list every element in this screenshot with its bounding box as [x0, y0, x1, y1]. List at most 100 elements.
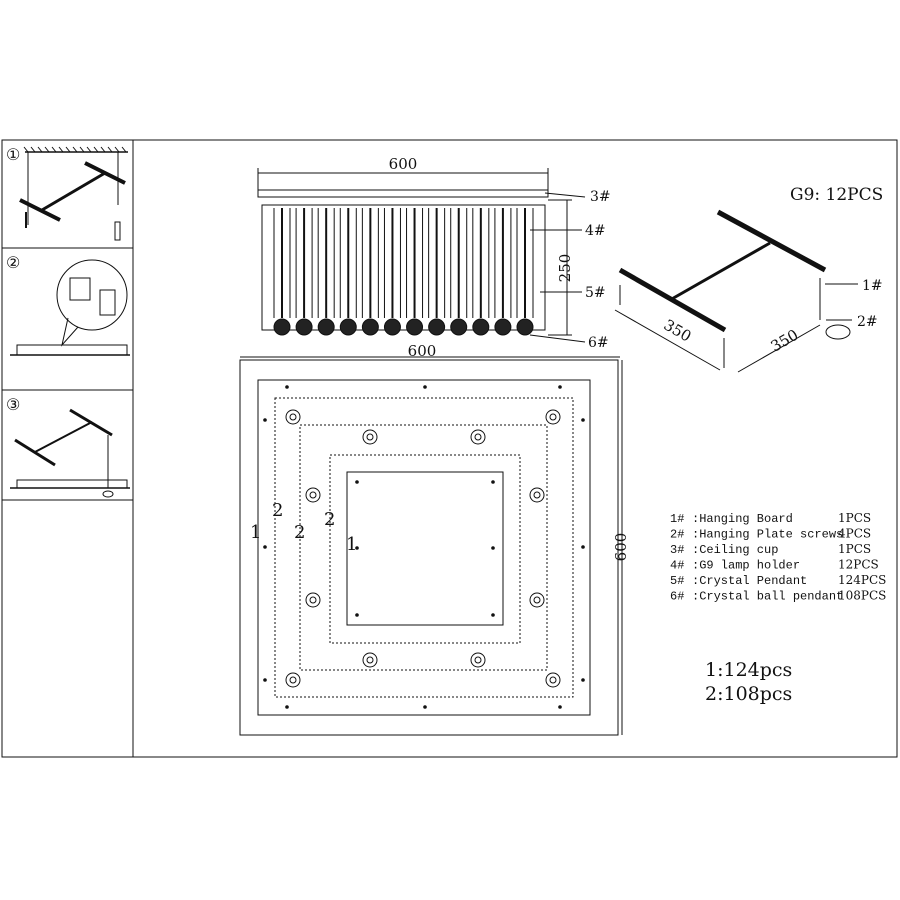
lamp-body [261, 204, 546, 331]
lamp-holder-mark [362, 429, 378, 445]
center-panel [346, 471, 504, 626]
part-qty: 1PCS [838, 511, 871, 525]
lamp-holder-mark [285, 672, 301, 688]
mount-hole [355, 546, 359, 550]
parts-row: 4# :G9 lamp holder 12PCS [670, 558, 879, 573]
ring-label: 1 [346, 534, 357, 555]
ring-label: 2 [272, 500, 283, 521]
crystal-ball [428, 318, 446, 336]
crystal-ball [516, 318, 534, 336]
ring-2-inner [329, 454, 521, 644]
step-1-panel: ① [6, 145, 128, 241]
crystal-ball [494, 318, 512, 336]
wiring-detail-callout [56, 259, 128, 331]
part-id: 4# [670, 559, 684, 573]
lamp-column [317, 208, 335, 336]
count-ring-1: 1:124pcs [705, 659, 792, 681]
mount-hole [491, 480, 495, 484]
crystal-ball [339, 318, 357, 336]
lamp-holder-mark [470, 652, 486, 668]
mount-hole [263, 678, 267, 682]
lamp-column [472, 208, 490, 336]
side-view: 600 250 3# 4# 5# 6# [257, 155, 611, 351]
part-qty: 108PCS [838, 589, 886, 603]
part-name: :Crystal Pendant [692, 574, 807, 588]
callout-1: 1# [862, 278, 883, 294]
part-qty: 1PCS [838, 542, 871, 556]
lamp-holder-mark [285, 409, 301, 425]
mount-hole [355, 480, 359, 484]
outer-frame [1, 139, 898, 758]
callout-5: 5# [585, 285, 606, 301]
ring-1-outer [274, 397, 574, 698]
hanging-board-icon [19, 161, 126, 222]
mount-hole [355, 613, 359, 617]
dimension-350: 350 [768, 326, 802, 356]
mount-hole [285, 385, 289, 389]
lamp-column [273, 208, 291, 336]
mount-hole [558, 385, 562, 389]
mount-hole [491, 546, 495, 550]
ring-label: 2 [294, 522, 305, 543]
mount-hole [285, 705, 289, 709]
step-number: ② [6, 253, 20, 272]
bracket-view: G9: 12PCS 350 350 1# 2# [614, 185, 883, 373]
part-qty: 4PCS [838, 527, 871, 541]
callout-3: 3# [590, 189, 611, 205]
crystal-ball [383, 318, 401, 336]
lamp-column [339, 208, 357, 336]
side-width-dimension: 600 [612, 533, 630, 562]
lamp-column [295, 208, 313, 336]
crystal-ball [406, 318, 424, 336]
step-3-panel: ③ [6, 395, 130, 498]
mount-hole [423, 385, 427, 389]
mount-hole [581, 418, 585, 422]
callout-6: 6# [588, 335, 609, 351]
terminal-block-icon [69, 277, 91, 301]
lamp-column [450, 208, 468, 336]
ceiling-plate [257, 189, 549, 198]
ceiling-cup-icon [825, 324, 851, 340]
crystal-ball [295, 318, 313, 336]
part-id: 3# [670, 543, 684, 557]
crystal-ball [273, 318, 291, 336]
ceiling-cup-icon [102, 490, 114, 498]
driver-box-icon [99, 289, 116, 316]
lamp-column [428, 208, 446, 336]
lamp-holder-mark [470, 429, 486, 445]
callout-4: 4# [585, 223, 606, 239]
lamp-spec: G9: 12PCS [790, 185, 883, 205]
lamp-holder-mark [305, 592, 321, 608]
dimension-350: 350 [661, 316, 695, 346]
lamp-holder-mark [545, 672, 561, 688]
part-id: 6# [670, 590, 684, 604]
step-2-panel: ② [6, 253, 130, 356]
lamp-holder-mark [529, 487, 545, 503]
top-view: 600 600 1 2 2 2 1 [239, 342, 630, 736]
mount-hole [558, 705, 562, 709]
part-qty: 12PCS [838, 558, 879, 572]
lamp-column [383, 208, 401, 336]
callout-2: 2# [857, 314, 878, 330]
outer-square [239, 359, 619, 736]
top-width-dimension: 600 [408, 342, 437, 360]
lamp-column [494, 208, 512, 336]
crystal-ball [472, 318, 490, 336]
mount-hole [263, 545, 267, 549]
part-qty: 124PCS [838, 573, 886, 587]
mount-hole [491, 613, 495, 617]
crystal-ball [317, 318, 335, 336]
part-id: 1# [670, 512, 684, 526]
ring-2-outer [299, 424, 548, 671]
part-name: :G9 lamp holder [692, 559, 800, 573]
lamp-holder-mark [529, 592, 545, 608]
mount-hole [263, 418, 267, 422]
screwdriver-icon [114, 221, 121, 241]
